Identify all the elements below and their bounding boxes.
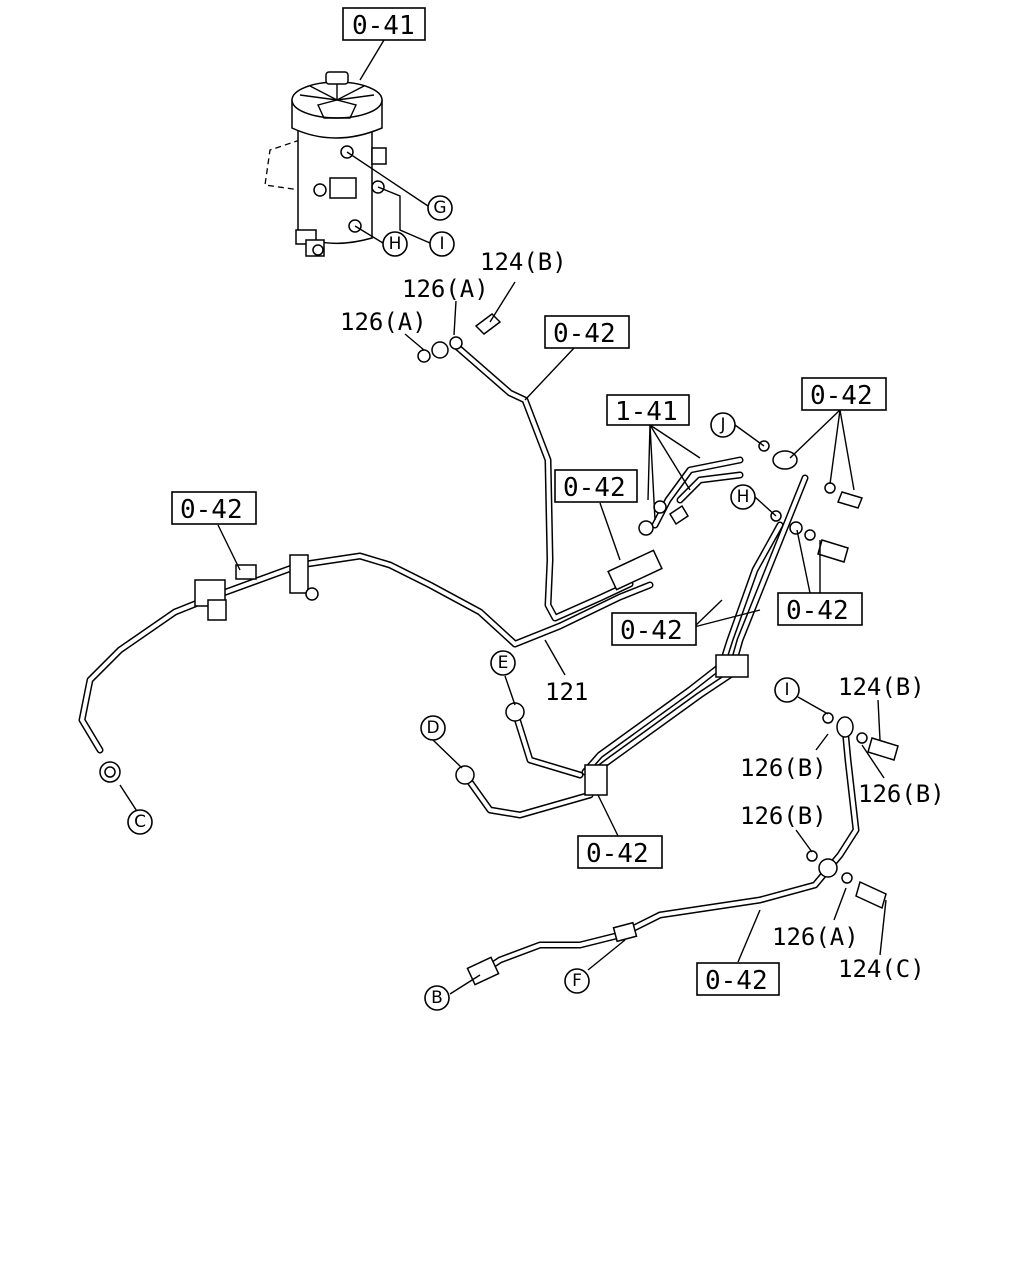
svg-text:0-42: 0-42 bbox=[810, 381, 873, 411]
svg-text:C: C bbox=[134, 812, 146, 832]
svg-text:0-42: 0-42 bbox=[786, 596, 849, 626]
svg-text:F: F bbox=[572, 971, 582, 991]
ref-box-0-42-right-top: 0-42 bbox=[801, 377, 887, 411]
callout-h-top: H bbox=[382, 231, 408, 257]
svg-text:0-42: 0-42 bbox=[553, 319, 616, 349]
part-label-124c: 124(C) bbox=[838, 955, 925, 983]
svg-text:H: H bbox=[389, 234, 402, 254]
svg-text:0-42: 0-42 bbox=[620, 616, 683, 646]
svg-text:B: B bbox=[431, 988, 443, 1008]
ref-box-0-42-center-right: 0-42 bbox=[611, 612, 697, 646]
svg-text:I: I bbox=[784, 680, 789, 700]
ref-box-0-42-middle: 0-42 bbox=[554, 469, 638, 503]
callout-i-top: I bbox=[429, 231, 455, 257]
svg-text:G: G bbox=[433, 198, 446, 218]
ref-box-0-42-bottom-center: 0-42 bbox=[577, 835, 663, 869]
ref-box-0-42-left: 0-42 bbox=[171, 491, 257, 525]
part-label-124b-right: 124(B) bbox=[838, 673, 925, 701]
callout-d: D bbox=[420, 715, 446, 741]
part-label-126a-upper: 126(A) bbox=[402, 275, 489, 303]
callout-j: J bbox=[710, 412, 736, 438]
part-label-126b-left: 126(B) bbox=[740, 754, 827, 782]
svg-text:0-41: 0-41 bbox=[352, 11, 415, 41]
ref-box-0-41: 0-41 bbox=[342, 7, 426, 41]
callout-c: C bbox=[127, 809, 153, 835]
callout-b: B bbox=[424, 985, 450, 1011]
part-label-121: 121 bbox=[545, 678, 588, 706]
ref-box-0-42-right-mid: 0-42 bbox=[777, 592, 863, 626]
part-label-126a-left: 126(A) bbox=[340, 308, 427, 336]
svg-text:1-41: 1-41 bbox=[615, 397, 678, 427]
ref-box-1-41: 1-41 bbox=[606, 394, 690, 427]
svg-text:0-42: 0-42 bbox=[563, 473, 626, 503]
leader-lines bbox=[119, 281, 887, 995]
svg-text:J: J bbox=[719, 415, 725, 435]
svg-text:I: I bbox=[439, 234, 444, 254]
svg-text:0-42: 0-42 bbox=[705, 966, 768, 996]
part-label-126b-right: 126(B) bbox=[858, 780, 945, 808]
part-label-126b-lower: 126(B) bbox=[740, 802, 827, 830]
callout-g: G bbox=[427, 195, 453, 221]
callout-h-middle: H bbox=[730, 484, 756, 510]
fuel-filter-assembly bbox=[264, 39, 431, 257]
callout-i-right: I bbox=[774, 677, 800, 703]
part-label-124b-top: 124(B) bbox=[480, 248, 567, 276]
callout-e: E bbox=[490, 650, 516, 676]
svg-text:H: H bbox=[737, 487, 750, 507]
part-label-126a-lower: 126(A) bbox=[772, 923, 859, 951]
svg-text:0-42: 0-42 bbox=[180, 495, 243, 525]
fittings bbox=[99, 313, 899, 986]
ref-box-0-42-top: 0-42 bbox=[544, 315, 630, 349]
svg-text:0-42: 0-42 bbox=[586, 839, 649, 869]
svg-text:E: E bbox=[498, 653, 509, 673]
svg-text:D: D bbox=[426, 718, 439, 738]
callout-f: F bbox=[564, 968, 590, 994]
ref-box-0-42-bottom-right: 0-42 bbox=[696, 962, 780, 996]
